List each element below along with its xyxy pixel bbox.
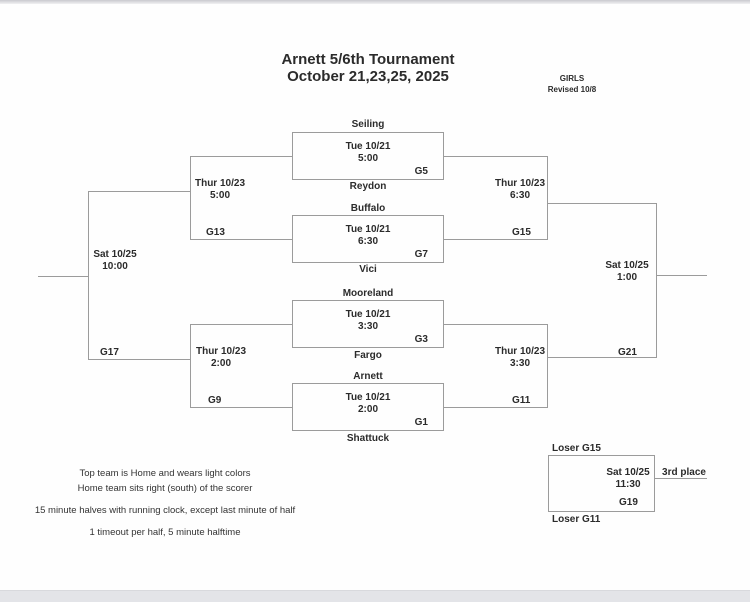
game-number-g19: G19 (619, 497, 638, 508)
division-label: GIRLS (559, 74, 585, 83)
semifinal-g13-datetime: Thur 10/23 5:00 (194, 178, 246, 202)
bracket-vertical-g11 (547, 324, 548, 408)
gamebox-g5-datetime: Tue 10/21 5:00 (293, 141, 443, 165)
page-title-block: Arnett 5/6th Tournament October 21,23,25… (218, 51, 518, 85)
game-date: Sat 10/25 (605, 260, 649, 271)
game-date: Tue 10/21 (345, 141, 391, 152)
game-date: Sat 10/25 (606, 467, 650, 478)
page-bottom-edge (0, 590, 750, 602)
gamebox-g5: Tue 10/21 5:00 G5 (292, 132, 444, 180)
arm-g15-to-g21 (547, 203, 656, 204)
note-timeouts-halftime: 1 timeout per half, 5 minute halftime (89, 527, 241, 538)
connector-g7-left (190, 239, 292, 240)
gamebox-g1: Tue 10/21 2:00 G1 (292, 383, 444, 431)
connector-g7-right (444, 239, 547, 240)
game-number-g21: G21 (618, 347, 637, 358)
bracket-vertical-g15 (547, 156, 548, 240)
team-mooreland: Mooreland (342, 288, 394, 299)
game-number-g13: G13 (206, 227, 225, 238)
arm-g13-to-g17 (88, 191, 191, 192)
gamebox-g7: Tue 10/21 6:30 G7 (292, 215, 444, 263)
gamebox-g1-datetime: Tue 10/21 2:00 (293, 392, 443, 416)
connector-g1-left (190, 407, 292, 408)
game-date: Sat 10/25 (93, 249, 137, 260)
game-time: 2:00 (210, 358, 231, 369)
game-time: 11:30 (615, 479, 641, 490)
game-number-g9: G9 (208, 395, 222, 406)
game-date: Tue 10/21 (345, 224, 391, 235)
third-place-top-seed: Loser G15 (552, 443, 601, 454)
team-reydon: Reydon (349, 181, 387, 192)
final-g21-datetime: Sat 10/25 1:00 (604, 260, 650, 284)
third-place-line (655, 478, 707, 479)
game-time: 6:30 (509, 190, 530, 201)
game-date: Thur 10/23 (494, 178, 546, 189)
semifinal-g9-datetime: Thur 10/23 2:00 (195, 346, 247, 370)
connector-g5-right (444, 156, 547, 157)
connector-g1-right (444, 407, 547, 408)
bracket-vertical-g9 (190, 324, 191, 408)
connector-g3-right (444, 324, 547, 325)
champion-line-left (38, 276, 88, 277)
third-place-label: 3rd place (662, 467, 706, 478)
game-date: Thur 10/23 (494, 346, 546, 357)
game-time: 6:30 (357, 236, 378, 247)
team-fargo: Fargo (354, 350, 382, 361)
note-home-team-seating: Home team sits right (south) of the scor… (77, 483, 253, 494)
team-buffalo: Buffalo (350, 203, 386, 214)
tournament-dates: October 21,23,25, 2025 (287, 68, 449, 85)
game-number-g11: G11 (512, 395, 531, 406)
division-block: GIRLS Revised 10/8 (522, 73, 622, 95)
game-date: Thur 10/23 (194, 178, 246, 189)
bracket-vertical-g17 (88, 191, 89, 360)
connector-g5-left (190, 156, 292, 157)
tournament-title: Arnett 5/6th Tournament (281, 51, 455, 68)
arm-g11-to-g21 (547, 357, 656, 358)
champion-line-right (656, 275, 707, 276)
game-number-g3: G3 (414, 334, 428, 345)
revision-label: Revised 10/8 (547, 85, 597, 94)
team-shattuck: Shattuck (346, 433, 390, 444)
game-number-g17: G17 (100, 347, 119, 358)
page-top-edge (0, 0, 750, 4)
game-number-g5: G5 (414, 166, 428, 177)
gamebox-g19-datetime: Sat 10/25 11:30 (605, 467, 651, 491)
gamebox-g3: Tue 10/21 3:30 G3 (292, 300, 444, 348)
gamebox-g19: Sat 10/25 11:30 G19 (548, 455, 655, 512)
third-place-bottom-seed: Loser G11 (552, 514, 601, 525)
game-number-g1: G1 (414, 417, 428, 428)
bracket-vertical-g21 (656, 203, 657, 358)
game-date: Tue 10/21 (345, 392, 391, 403)
arm-g9-to-g17 (88, 359, 191, 360)
game-number-g7: G7 (414, 249, 428, 260)
gamebox-g3-datetime: Tue 10/21 3:30 (293, 309, 443, 333)
game-time: 5:00 (357, 153, 378, 164)
team-seiling: Seiling (351, 119, 385, 130)
game-time: 5:00 (209, 190, 230, 201)
bracket-vertical-g13 (190, 156, 191, 240)
game-time: 1:00 (616, 272, 637, 283)
gamebox-g7-datetime: Tue 10/21 6:30 (293, 224, 443, 248)
game-time: 10:00 (102, 261, 128, 272)
note-home-team-colors: Top team is Home and wears light colors (79, 468, 251, 479)
final-g17-datetime: Sat 10/25 10:00 (92, 249, 138, 273)
game-number-g15: G15 (512, 227, 531, 238)
connector-g3-left (190, 324, 292, 325)
semifinal-g15-datetime: Thur 10/23 6:30 (494, 178, 546, 202)
game-time: 3:30 (357, 321, 378, 332)
game-time: 3:30 (509, 358, 530, 369)
team-arnett: Arnett (353, 371, 383, 382)
team-vici: Vici (359, 264, 377, 275)
semifinal-g11-datetime: Thur 10/23 3:30 (494, 346, 546, 370)
game-date: Thur 10/23 (195, 346, 247, 357)
game-time: 2:00 (357, 404, 378, 415)
game-date: Tue 10/21 (345, 309, 391, 320)
note-halves-clock: 15 minute halves with running clock, exc… (34, 505, 296, 516)
